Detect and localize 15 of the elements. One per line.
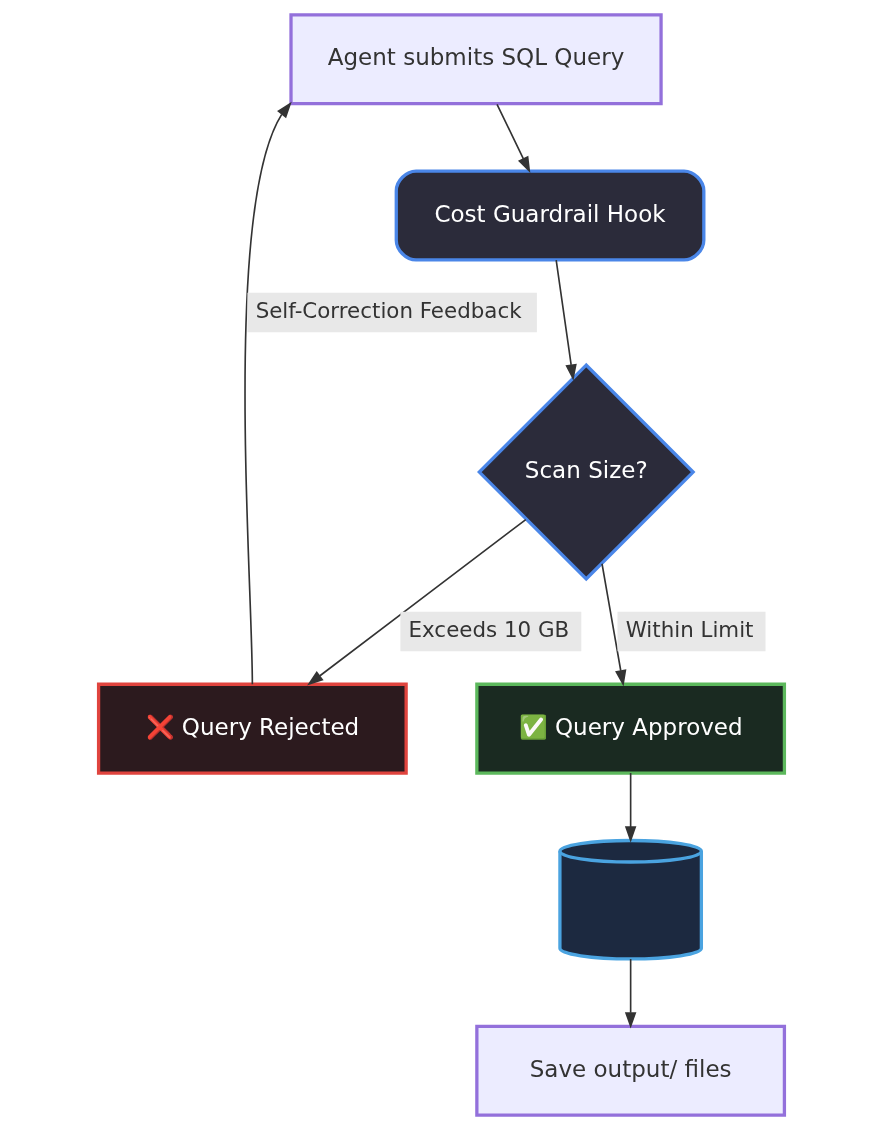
arrow (624, 772, 636, 843)
edge-label: Exceeds 10 GB (408, 617, 569, 643)
node-box: Cost Guardrail Hook (394, 169, 705, 262)
node-box: Save output/ files (474, 1024, 786, 1117)
arrow (600, 562, 626, 687)
edge-label: Self-Correction Feedback (255, 298, 522, 324)
arrow (306, 518, 527, 686)
edge-label: Within Limit (625, 617, 754, 643)
arrow (554, 259, 577, 381)
node-box: Agent submits SQL Query (288, 13, 663, 106)
node-box: ✅ Query Approved (474, 682, 786, 775)
node-box: ❌ Query Rejected (96, 682, 408, 775)
arrow (243, 101, 292, 686)
arrow (495, 103, 530, 174)
arrow (624, 958, 636, 1029)
